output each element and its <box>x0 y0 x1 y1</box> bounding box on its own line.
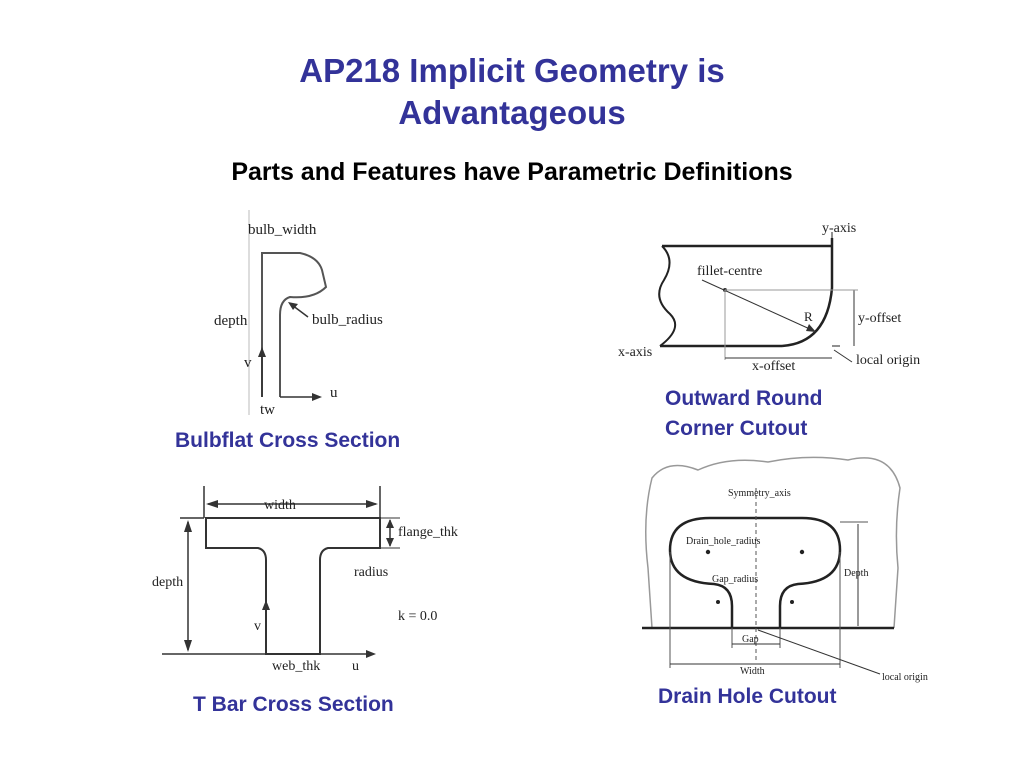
tbar-label-web-thk: web_thk <box>272 659 320 674</box>
bulbflat-caption: Bulbflat Cross Section <box>175 429 401 452</box>
tbar-label-flange-thk: flange_thk <box>398 525 458 540</box>
drain-hole-label-gap: Gap <box>742 634 759 645</box>
outward-round-label-fillet-centre: fillet-centre <box>697 264 762 279</box>
drain-hole-plate-outline <box>645 456 901 629</box>
bulbflat-label-bulb-radius: bulb_radius <box>312 312 383 328</box>
drain-hole-centre-dot-left <box>705 549 711 555</box>
drain-hole-gap-centre-left <box>716 600 720 604</box>
outward-round-label-x-axis: x-axis <box>618 345 652 360</box>
bulbflat-label-u: u <box>330 385 338 401</box>
drain-hole-gap-centre-right <box>790 600 794 604</box>
drain-hole-label-symmetry-axis: Symmetry_axis <box>728 488 791 499</box>
tbar-caption: T Bar Cross Section <box>193 693 394 716</box>
outward-round-caption-line2: Corner Cutout <box>665 417 808 440</box>
outward-round-label-y-offset: y-offset <box>858 311 901 326</box>
tbar-depth-arrow-bottom <box>184 640 192 652</box>
tbar-depth-arrow-top <box>184 520 192 532</box>
outward-round-label-local-origin: local origin <box>856 353 920 368</box>
tbar-width-arrow-left <box>206 500 218 508</box>
bulbflat-diagram: bulb_width depth bulb_radius v u tw <box>214 210 383 418</box>
tbar-u-arrowhead <box>366 650 376 658</box>
slide-title-line2: Advantageous <box>398 94 626 131</box>
tbar-flange-arrow-bottom <box>386 538 394 547</box>
tbar-label-u: u <box>352 659 359 674</box>
drain-hole-label-width: Width <box>740 666 765 677</box>
bulbflat-label-bulb-width: bulb_width <box>248 222 317 238</box>
outward-round-caption-line1: Outward Round <box>665 387 823 410</box>
slide-title-line1: AP218 Implicit Geometry is <box>299 52 725 89</box>
drain-hole-label-gap-radius: Gap_radius <box>712 574 758 585</box>
tbar-label-k: k = 0.0 <box>398 609 437 624</box>
drain-hole-label-depth: Depth <box>844 568 868 579</box>
bulbflat-label-depth: depth <box>214 313 248 329</box>
bulbflat-radius-arrowhead <box>288 302 298 310</box>
outward-round-radius-line <box>701 279 813 331</box>
bulbflat-outline <box>261 252 328 397</box>
drain-hole-outline <box>668 516 842 628</box>
drain-hole-diagram: Symmetry_axis Drain_hole_radius Gap_radi… <box>642 456 928 683</box>
drain-hole-label-local-origin: local origin <box>882 672 928 683</box>
tbar-label-width: width <box>264 498 296 513</box>
outward-round-diagram: y-axis fillet-centre R y-offset x-axis x… <box>618 221 920 374</box>
bulbflat-label-v: v <box>244 355 252 371</box>
tbar-label-radius: radius <box>354 565 388 580</box>
tbar-diagram: width flange_thk depth radius k = 0.0 v … <box>152 486 458 674</box>
outward-round-radius-arrowhead <box>806 324 816 332</box>
outward-round-break-line <box>658 245 677 347</box>
bulbflat-v-arrowhead <box>258 347 266 357</box>
tbar-width-arrow-right <box>366 500 378 508</box>
bulbflat-label-tw: tw <box>260 402 275 418</box>
bulbflat-u-arrowhead <box>312 393 322 401</box>
drain-hole-origin-leader <box>757 629 881 675</box>
tbar-label-v: v <box>254 619 261 634</box>
drain-hole-caption: Drain Hole Cutout <box>658 685 837 708</box>
slide-subtitle: Parts and Features have Parametric Defin… <box>231 158 793 186</box>
tbar-outline <box>205 517 381 655</box>
drain-hole-centre-dot-right <box>799 549 805 555</box>
outward-round-label-x-offset: x-offset <box>752 359 795 374</box>
tbar-flange-arrow-top <box>386 519 394 528</box>
outward-round-label-r: R <box>804 309 813 324</box>
tbar-label-depth: depth <box>152 575 183 590</box>
tbar-v-arrowhead <box>262 600 270 610</box>
outward-round-origin-leader <box>833 349 853 363</box>
outward-round-label-y-axis: y-axis <box>822 221 856 236</box>
drain-hole-label-drain-hole-radius: Drain_hole_radius <box>686 536 761 547</box>
